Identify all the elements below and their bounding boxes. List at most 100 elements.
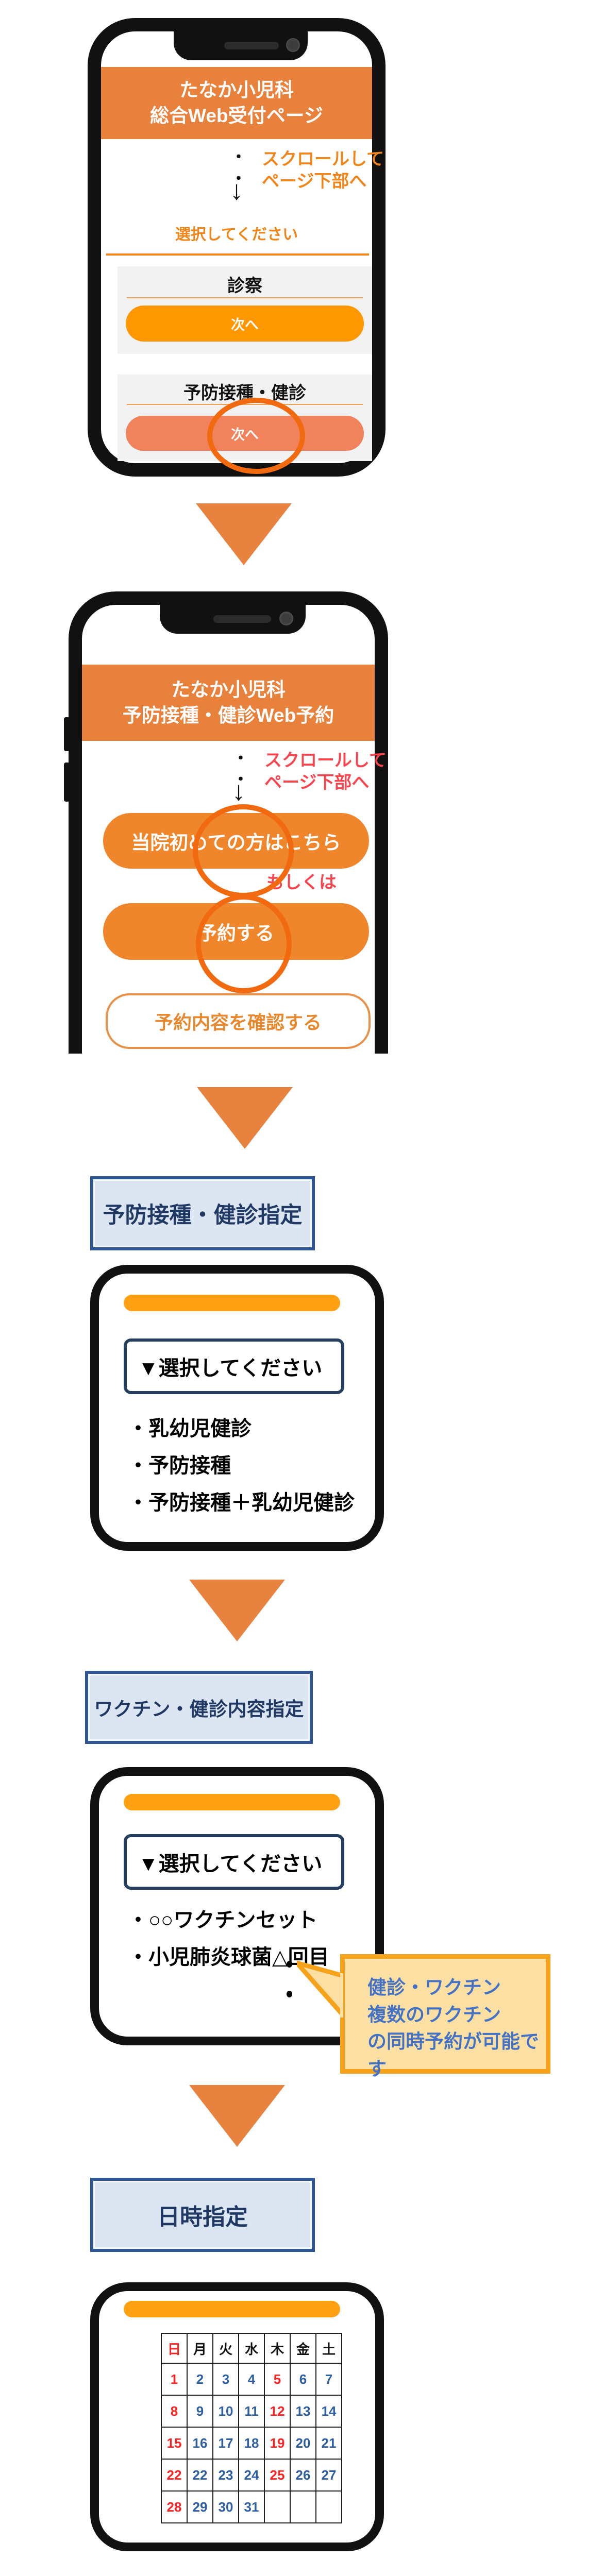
page-title: 予防接種・健診Web予約 bbox=[122, 705, 334, 726]
weekday-sun: 日 bbox=[161, 2333, 188, 2364]
clinic-name: たなか小児科 bbox=[179, 79, 294, 101]
ellipsis-dot bbox=[287, 1991, 292, 1997]
weekday-sat: 土 bbox=[315, 2333, 342, 2364]
highlight-ellipse bbox=[196, 894, 292, 993]
day-cell[interactable]: 22 bbox=[161, 2459, 188, 2492]
calendar-week-row: 15 16 17 18 19 20 21 bbox=[161, 2427, 342, 2460]
option-infant-checkup[interactable]: ・乳幼児健診 bbox=[128, 1417, 252, 1440]
day-cell[interactable]: 14 bbox=[315, 2395, 342, 2428]
day-cell[interactable]: 8 bbox=[161, 2395, 188, 2428]
screen-top-bar bbox=[124, 2301, 340, 2317]
day-cell[interactable]: 7 bbox=[315, 2363, 342, 2396]
day-cell[interactable]: 27 bbox=[315, 2459, 342, 2492]
day-cell[interactable]: 20 bbox=[290, 2427, 316, 2460]
day-cell[interactable]: 4 bbox=[238, 2363, 265, 2396]
page-title: 総合Web受付ページ bbox=[150, 105, 323, 126]
day-cell[interactable]: 24 bbox=[238, 2459, 265, 2492]
vaccine-detail-options: ・○○ワクチンセット ・小児肺炎球菌△回目 bbox=[128, 1903, 329, 1977]
phone-notch bbox=[174, 31, 308, 60]
screen-top-bar bbox=[124, 1794, 340, 1810]
clinic-name: たなか小児科 bbox=[171, 679, 286, 701]
day-cell[interactable]: 13 bbox=[290, 2395, 316, 2428]
day-cell[interactable] bbox=[264, 2490, 291, 2523]
down-arrow-icon: ↓ bbox=[230, 176, 243, 206]
day-cell[interactable]: 29 bbox=[187, 2490, 213, 2523]
vaccine-type-dropdown[interactable]: ▼選択してください bbox=[124, 1338, 344, 1394]
day-cell[interactable]: 15 bbox=[161, 2427, 188, 2460]
day-cell[interactable]: 5 bbox=[264, 2363, 291, 2396]
flow-arrow-down bbox=[189, 1580, 285, 1641]
day-cell[interactable]: 9 bbox=[187, 2395, 213, 2428]
volume-button bbox=[64, 762, 70, 802]
flow-arrow-down bbox=[189, 2085, 285, 2147]
day-cell[interactable]: 22 bbox=[187, 2459, 213, 2492]
ellipsis-dot: ・ bbox=[231, 171, 246, 188]
phone-notch bbox=[160, 605, 306, 634]
day-cell[interactable]: 25 bbox=[264, 2459, 291, 2492]
divider bbox=[127, 297, 363, 298]
weekday-wed: 水 bbox=[238, 2333, 265, 2364]
flow-arrow-down bbox=[196, 503, 292, 565]
day-cell[interactable]: 12 bbox=[264, 2395, 291, 2428]
down-arrow-icon: ↓ bbox=[232, 776, 245, 806]
camera-icon bbox=[279, 612, 293, 625]
vaccine-detail-dropdown[interactable]: ▼選択してください bbox=[124, 1834, 344, 1890]
option-vaccination-plus-checkup[interactable]: ・予防接種＋乳幼児健診 bbox=[128, 1492, 355, 1514]
calendar-week-row: 22 22 23 24 25 26 27 bbox=[161, 2459, 342, 2492]
confirm-reservation-button[interactable]: 予約内容を確認する bbox=[106, 993, 371, 1049]
day-cell[interactable] bbox=[315, 2490, 342, 2523]
day-cell[interactable]: 28 bbox=[161, 2490, 188, 2523]
vaccine-type-box bbox=[90, 1265, 384, 1551]
calendar-week-row: 28 29 30 31 bbox=[161, 2490, 342, 2523]
day-cell[interactable]: 30 bbox=[212, 2490, 239, 2523]
day-cell[interactable]: 21 bbox=[315, 2427, 342, 2460]
scroll-annotation-2: スクロールして ページ下部へ bbox=[264, 751, 387, 792]
day-cell[interactable]: 23 bbox=[212, 2459, 239, 2492]
calendar-weekday-row: 日 月 火 水 木 金 土 bbox=[161, 2333, 342, 2364]
weekday-mon: 月 bbox=[187, 2333, 213, 2364]
step-label-vaccine-type: 予防接種・健診指定 bbox=[90, 1176, 315, 1250]
day-cell[interactable]: 10 bbox=[212, 2395, 239, 2428]
ellipsis-dot: ・ bbox=[233, 771, 248, 788]
speaker-slot-icon bbox=[224, 42, 279, 49]
clinic-header-1: たなか小児科 総合Web受付ページ bbox=[101, 67, 372, 139]
option-vaccine-set[interactable]: ・○○ワクチンセット bbox=[128, 1909, 318, 1931]
day-cell[interactable] bbox=[290, 2490, 316, 2523]
day-cell[interactable]: 19 bbox=[264, 2427, 291, 2460]
simultaneous-booking-callout: 健診・ワクチン 複数のワクチン の同時予約が可能です bbox=[340, 1954, 550, 2079]
step-label-datetime: 日時指定 bbox=[90, 2178, 315, 2252]
volume-button bbox=[64, 717, 70, 751]
speaker-slot-icon bbox=[213, 615, 271, 623]
ellipsis-dot bbox=[287, 1961, 292, 1968]
select-prompt: 選択してください bbox=[175, 226, 298, 243]
clinic-header-2: たなか小児科 予防接種・健診Web予約 bbox=[82, 665, 375, 741]
ellipsis-dot: ・ bbox=[233, 750, 248, 767]
option-pneumococcus[interactable]: ・小児肺炎球菌△回目 bbox=[128, 1946, 329, 1969]
day-cell[interactable]: 26 bbox=[290, 2459, 316, 2492]
screen-top-bar bbox=[124, 1295, 340, 1311]
day-cell[interactable]: 17 bbox=[212, 2427, 239, 2460]
flow-arrow-down bbox=[197, 1087, 293, 1149]
divider bbox=[106, 253, 369, 256]
ellipsis-dot: ・ bbox=[231, 149, 246, 166]
day-cell[interactable]: 16 bbox=[187, 2427, 213, 2460]
day-cell[interactable]: 31 bbox=[238, 2490, 265, 2523]
day-cell[interactable]: 18 bbox=[238, 2427, 265, 2460]
day-cell[interactable]: 11 bbox=[238, 2395, 265, 2428]
section-title-consultation: 診察 bbox=[227, 276, 262, 296]
day-cell[interactable]: 3 bbox=[212, 2363, 239, 2396]
option-vaccination[interactable]: ・予防接種 bbox=[128, 1454, 231, 1477]
calendar-week-row: 1 2 3 4 5 6 7 bbox=[161, 2363, 342, 2396]
next-button-consultation[interactable]: 次へ bbox=[126, 306, 364, 342]
camera-icon bbox=[286, 38, 300, 52]
day-cell[interactable]: 6 bbox=[290, 2363, 316, 2396]
scroll-annotation-1: スクロールして ページ下部へ bbox=[262, 149, 384, 191]
highlight-ellipse bbox=[207, 398, 305, 474]
calendar-week-row: 8 9 10 11 12 13 14 bbox=[161, 2395, 342, 2428]
day-cell[interactable]: 1 bbox=[161, 2363, 188, 2396]
highlight-ellipse bbox=[193, 804, 294, 898]
weekday-tue: 火 bbox=[212, 2333, 239, 2364]
day-cell[interactable]: 2 bbox=[187, 2363, 213, 2396]
calendar: 日 月 火 水 木 金 土 1 2 3 4 5 6 7 8 9 10 1 bbox=[161, 2333, 342, 2523]
